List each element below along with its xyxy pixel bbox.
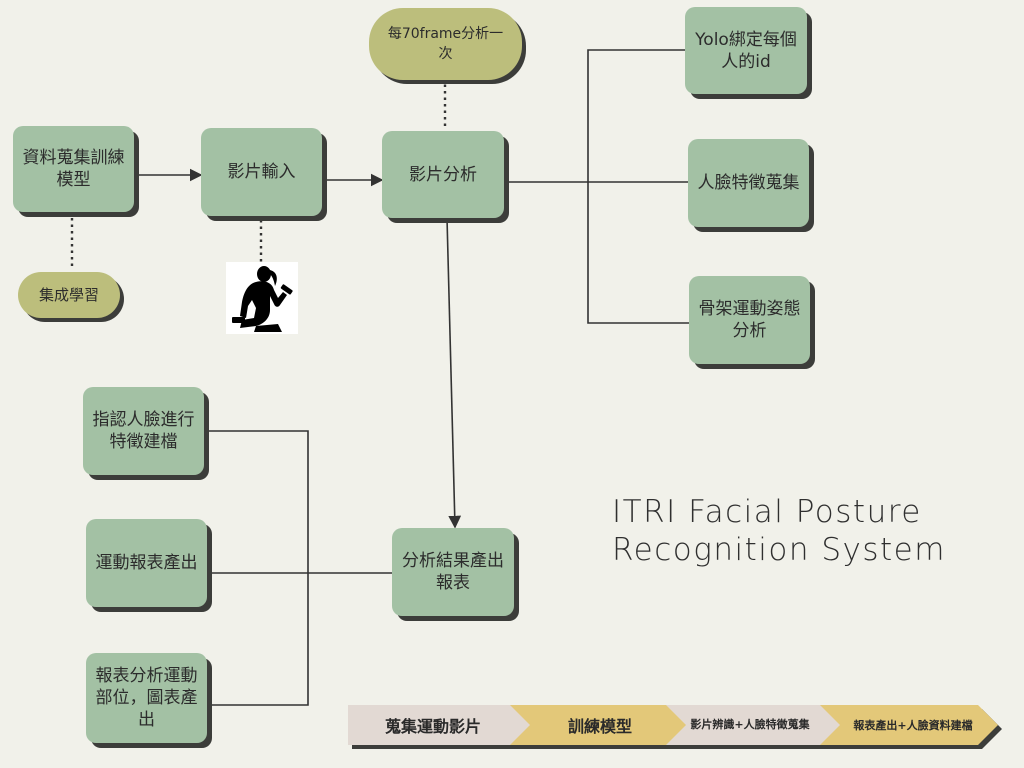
node-video-input: 影片輸入 bbox=[201, 128, 322, 216]
node-skeleton-posture-label: 骨架運動姿態分析 bbox=[698, 299, 801, 341]
node-report-chart: 報表分析運動部位，圖表產出 bbox=[86, 653, 207, 743]
node-analysis-report-label: 分析結果產出報表 bbox=[402, 551, 504, 593]
timeline-step-4-shape bbox=[820, 705, 998, 745]
athlete-dumbbell-icon bbox=[232, 266, 293, 332]
timeline-step-2: 訓練模型 bbox=[567, 717, 632, 736]
node-data-collection-label: 資料蒐集訓練模型 bbox=[22, 148, 125, 190]
line-branch-bracket bbox=[587, 49, 690, 324]
node-assign-face-profile: 指認人臉進行特徵建檔 bbox=[83, 387, 204, 475]
timeline-step-4: 報表產出+人臉資料建檔 bbox=[853, 719, 973, 732]
node-every-70-frames: 每70frame分析一次 bbox=[369, 8, 522, 80]
node-every-70-frames-label: 每70frame分析一次 bbox=[387, 26, 504, 62]
timeline-step-1: 蒐集運動影片 bbox=[384, 717, 481, 736]
node-skeleton-posture: 骨架運動姿態分析 bbox=[689, 276, 810, 364]
node-exercise-report: 運動報表產出 bbox=[86, 519, 207, 607]
node-face-features: 人臉特徵蒐集 bbox=[688, 139, 809, 227]
node-report-chart-label: 報表分析運動部位，圖表產出 bbox=[95, 666, 198, 730]
line-left-bracket bbox=[208, 430, 309, 706]
node-ensemble-learning: 集成學習 bbox=[18, 272, 120, 318]
timeline-step-2-shape bbox=[510, 705, 694, 745]
node-data-collection: 資料蒐集訓練模型 bbox=[13, 126, 134, 212]
node-face-features-label: 人臉特徵蒐集 bbox=[697, 173, 800, 193]
node-exercise-report-label: 運動報表產出 bbox=[95, 553, 198, 573]
node-yolo-bind-id: Yolo綁定每個人的id bbox=[685, 7, 807, 94]
timeline-step-1-shape bbox=[348, 705, 538, 745]
node-video-analysis-label: 影片分析 bbox=[409, 164, 477, 185]
timeline-step-3: 影片辨識+人臉特徵蒐集 bbox=[690, 718, 810, 731]
process-timeline bbox=[348, 705, 1002, 749]
node-ensemble-learning-label: 集成學習 bbox=[38, 286, 99, 304]
node-video-input-label: 影片輸入 bbox=[227, 162, 296, 182]
arrow-analysis-to-report bbox=[446, 217, 462, 529]
timeline-step-3-shape bbox=[666, 705, 848, 745]
node-analysis-report: 分析結果產出報表 bbox=[392, 528, 514, 616]
diagram-title: ITRI Facial Posture Recognition System bbox=[612, 494, 946, 568]
node-video-analysis: 影片分析 bbox=[382, 131, 504, 218]
node-yolo-bind-id-label: Yolo綁定每個人的id bbox=[695, 29, 797, 72]
athlete-figure-image bbox=[226, 262, 298, 334]
node-assign-face-profile-label: 指認人臉進行特徵建檔 bbox=[92, 410, 195, 452]
